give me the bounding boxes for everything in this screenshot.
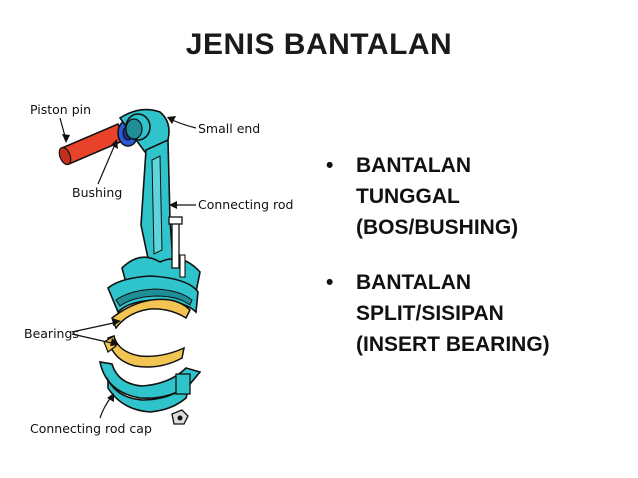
small-end [118,108,170,153]
label-bushing: Bushing [72,185,122,200]
bullet-text: BANTALAN SPLIT/SISIPAN (INSERT BEARING) [356,271,550,356]
bullet-text: BANTALAN TUNGGAL (BOS/BUSHING) [356,154,519,239]
bearing-shell-lower [103,335,186,368]
leader-arrowheads [62,116,177,402]
label-piston-pin: Piston pin [30,102,91,117]
label-small-end: Small end [198,121,260,136]
rod-shank [121,138,201,293]
slide-title: JENIS BANTALAN [185,28,453,61]
label-connecting-rod: Connecting rod [198,197,293,212]
rod-bolts [168,216,186,278]
label-connecting-rod-cap: Connecting rod cap [30,421,152,436]
bullet-item: • BANTALAN TUNGGAL (BOS/BUSHING) [326,150,626,243]
bullet-dot-icon: • [326,154,334,177]
bullet-dot-icon: • [326,271,334,294]
bearing-shell-upper [111,298,191,330]
cap-nut [171,409,189,425]
bullet-item: • BANTALAN SPLIT/SISIPAN (INSERT BEARING) [326,267,626,360]
bullet-list: • BANTALAN TUNGGAL (BOS/BUSHING) • BANTALA… [326,150,626,384]
label-bearings: Bearings [24,326,79,341]
big-end-upper [107,275,199,314]
connecting-rod-cap [98,361,202,413]
